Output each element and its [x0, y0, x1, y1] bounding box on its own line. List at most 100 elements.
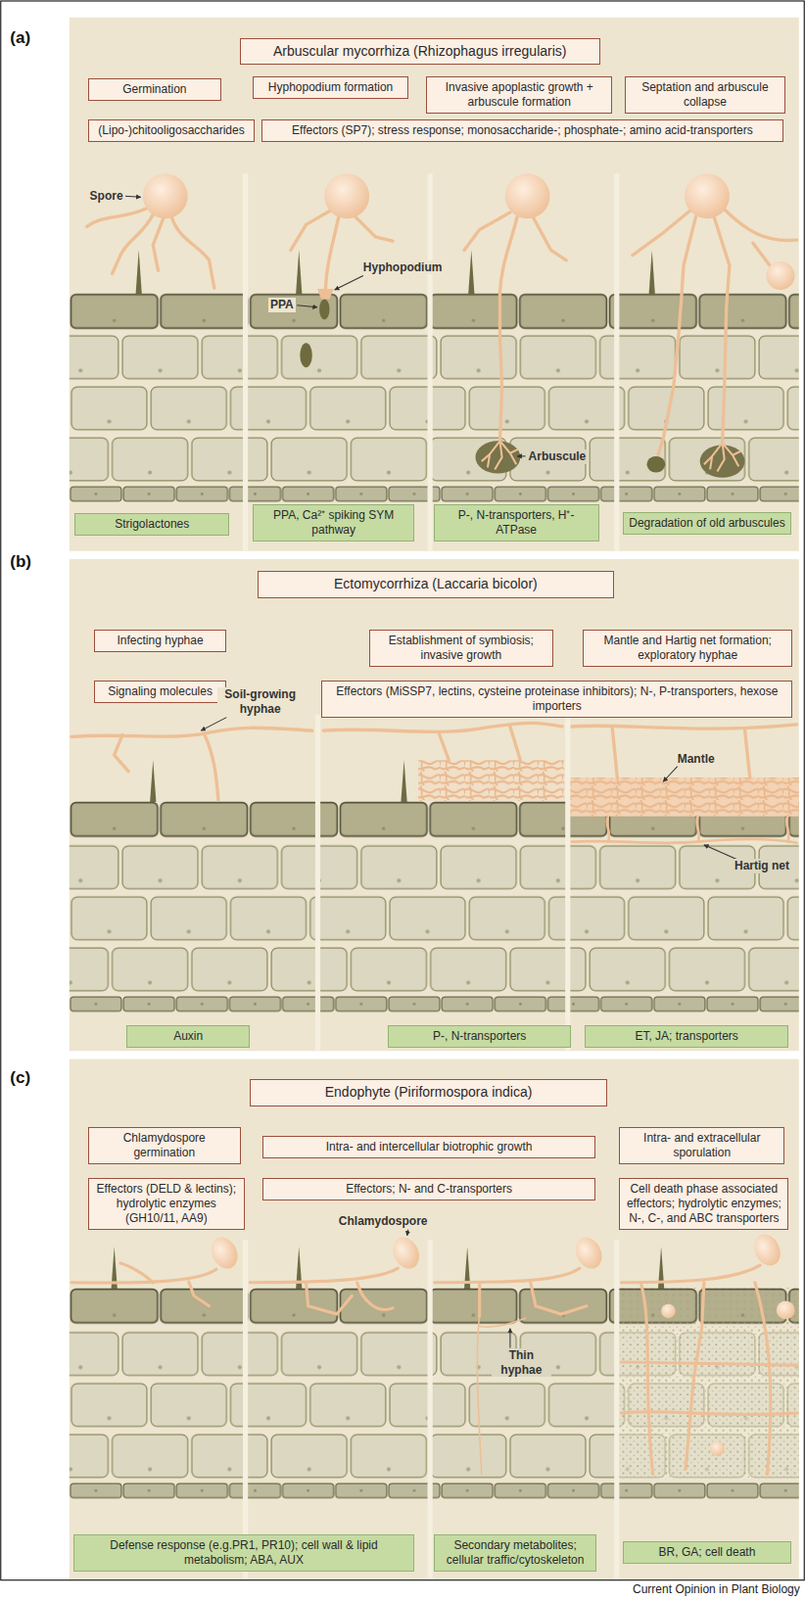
node-text: Cell death phase associated effectors; h… [624, 1182, 783, 1227]
plant-response-box: Auxin [126, 1025, 250, 1048]
mantle [568, 777, 799, 817]
callout-label: Hartig net [732, 858, 792, 873]
arbuscule [474, 440, 521, 474]
node-text: Defense response (e.g.PR1, PR10); cell w… [79, 1538, 409, 1568]
node-text: P-, N-transporters [393, 1029, 567, 1044]
hypha [203, 733, 219, 801]
caption: Current Opinion in Plant Biology [632, 1582, 801, 1597]
chlamydospore [749, 1230, 786, 1271]
root-hair [468, 249, 474, 294]
fungal-process-box: Intra- and extracellular sporulation [618, 1127, 785, 1165]
hypha [532, 216, 567, 261]
callout-label: Arbuscule [526, 449, 589, 464]
hypha [477, 1282, 481, 1317]
hypha [530, 1282, 587, 1315]
hyphopodium [317, 288, 334, 299]
node-text: Establishment of symbiosis; invasive gro… [375, 633, 548, 663]
hypha [570, 724, 797, 729]
callout-label: PPA [268, 297, 296, 312]
thin-hypha [479, 1318, 526, 1327]
panel-title-box: Arbuscular mycorrhiza (Rhizophagus irreg… [239, 38, 601, 66]
hypha [325, 216, 339, 290]
hypha [464, 212, 511, 251]
fungal-process-box: Infecting hyphae [94, 629, 227, 653]
mantle [568, 777, 799, 817]
cortex-row [69, 895, 800, 943]
panel-letter: (b) [7, 552, 34, 572]
node-text: P-, N-transporters, H⁺-ATPase [439, 508, 594, 538]
plant-response-box: Defense response (e.g.PR1, PR10); cell w… [73, 1534, 415, 1572]
hypha [640, 1282, 654, 1475]
leader-line [200, 717, 227, 732]
hypha [434, 1268, 580, 1283]
node-text: ET, JA; transporters [590, 1029, 783, 1044]
spore [142, 173, 189, 219]
node-text: Effectors; N- and C-transporters [268, 1182, 591, 1197]
fungal-process-box: Effectors (DELD & lectins); hydrolytic e… [88, 1178, 245, 1231]
fungal-process-box: (Lipo-)chitooligosaccharides [88, 119, 256, 143]
hypha [189, 1281, 210, 1307]
root-hair [649, 249, 656, 294]
hypha [745, 729, 751, 778]
fungal-process-box: Signaling molecules [94, 680, 227, 704]
chlamydospore [387, 1232, 425, 1274]
spore [324, 173, 370, 219]
chlamydospore [570, 1232, 608, 1274]
arbuscule-branches [481, 440, 520, 470]
hypha [724, 209, 798, 241]
node-text: Infecting hyphae [99, 633, 221, 649]
panel-ground [69, 1059, 800, 1580]
root-hair [149, 759, 156, 803]
hartig-net [570, 816, 797, 844]
fungal-process-box: Germination [88, 78, 222, 101]
hypha [620, 1265, 760, 1283]
fungal-process-box: Effectors (MiSSP7, lectins, cysteine pro… [321, 680, 793, 718]
node-text: Invasive apoplastic growth + arbuscule f… [431, 80, 607, 110]
frame-gap [427, 1239, 433, 1580]
plant-response-box: Degradation of old arbuscules [622, 512, 793, 535]
hypha [120, 1263, 153, 1283]
hypha [438, 732, 449, 760]
hypha [755, 1282, 771, 1475]
fungal-process-box: Cell death phase associated effectors; h… [618, 1178, 789, 1231]
node-text: (Lipo-)chitooligosaccharides [94, 123, 250, 139]
cortex-row [69, 844, 800, 892]
hypha [355, 216, 394, 241]
node-text: Endophyte (Piriformospora indica) [256, 1084, 601, 1102]
callout-label: Thin hyphae [491, 1348, 551, 1377]
node-text: Degradation of old arbuscules [628, 516, 787, 531]
leader-line [407, 1230, 409, 1236]
fungal-process-box: Chlamydospore germination [88, 1127, 241, 1165]
node-text: Ectomycorrhiza (Laccaria bicolor) [264, 575, 609, 594]
plant-response-box: P-, N-transporters, H⁺-ATPase [433, 504, 600, 542]
node-text: PPA, Ca²⁺ spiking SYM pathway [258, 508, 409, 538]
node-text: Auxin [132, 1029, 244, 1044]
spore [765, 261, 795, 290]
thin-hypha [476, 1316, 481, 1474]
leader-line [509, 1328, 511, 1349]
root-hair [400, 759, 407, 803]
node-text: Strigolactones [80, 517, 224, 532]
leader-line [296, 305, 318, 308]
cortex-row [69, 946, 800, 994]
node-text: Arbuscular mycorrhiza (Rhizophagus irreg… [246, 43, 594, 61]
frame-gap [315, 713, 321, 1051]
spore [505, 173, 551, 219]
leader-line [704, 845, 737, 860]
callout-label: Mantle [675, 752, 717, 766]
fungal-process-box: Effectors (SP7); stress response; monosa… [261, 119, 784, 143]
arbuscule-branches [704, 442, 742, 472]
plant-response-box: P-, N-transporters [387, 1025, 572, 1048]
plant-response-box: ET, JA; transporters [584, 1025, 789, 1048]
root-hair [136, 249, 143, 294]
callout-label: Hyphopodium [361, 260, 445, 275]
ppa [299, 342, 313, 368]
frame-gap [427, 173, 433, 551]
plant-response-box: PPA, Ca²⁺ spiking SYM pathway [252, 504, 415, 542]
endodermis-row [69, 1482, 800, 1500]
frame-gap [614, 1239, 619, 1580]
frame-gap [614, 173, 619, 551]
hyphal-mat [418, 759, 565, 802]
